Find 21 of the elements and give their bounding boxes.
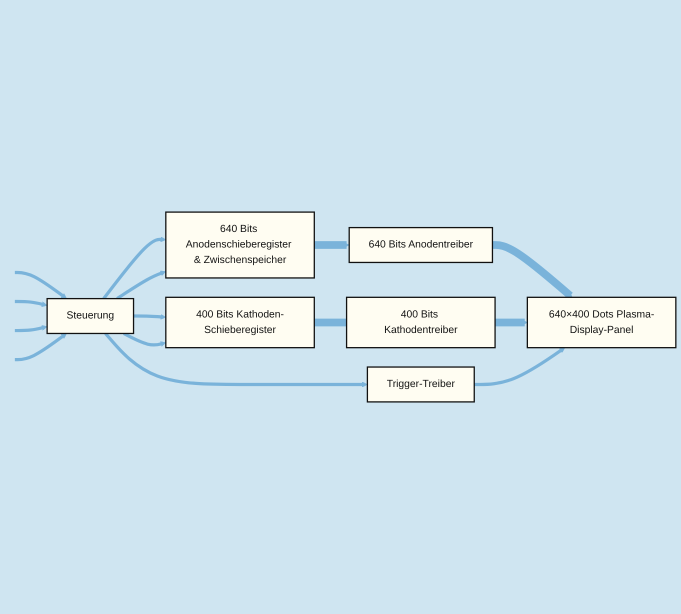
node-box: Trigger-Treiber (366, 366, 475, 403)
node-box: 640×400 Dots Plasma-Display-Panel (526, 296, 676, 348)
arrow (14, 325, 48, 332)
arrow (122, 332, 166, 347)
arrow (102, 236, 166, 300)
arrow (492, 241, 573, 299)
arrow (14, 270, 67, 299)
node-box: 400 Bits Kathoden-Schieberegister (165, 296, 315, 348)
connector (313, 318, 348, 326)
node-box: 640 Bits Anodenschieberegister & Zwischenspeicher (165, 211, 315, 279)
node-box: 640 Bits Anodentreiber (348, 226, 494, 264)
node-box: 400 Bits Kathodentreiber (346, 296, 496, 348)
arrow (474, 347, 566, 386)
arrow (116, 270, 166, 300)
arrow (14, 300, 48, 307)
arrow (134, 314, 166, 320)
arrow (313, 241, 350, 249)
arrow (104, 332, 368, 388)
node-box: Steuerung (46, 298, 134, 334)
arrow (494, 318, 528, 326)
arrow (14, 333, 67, 362)
